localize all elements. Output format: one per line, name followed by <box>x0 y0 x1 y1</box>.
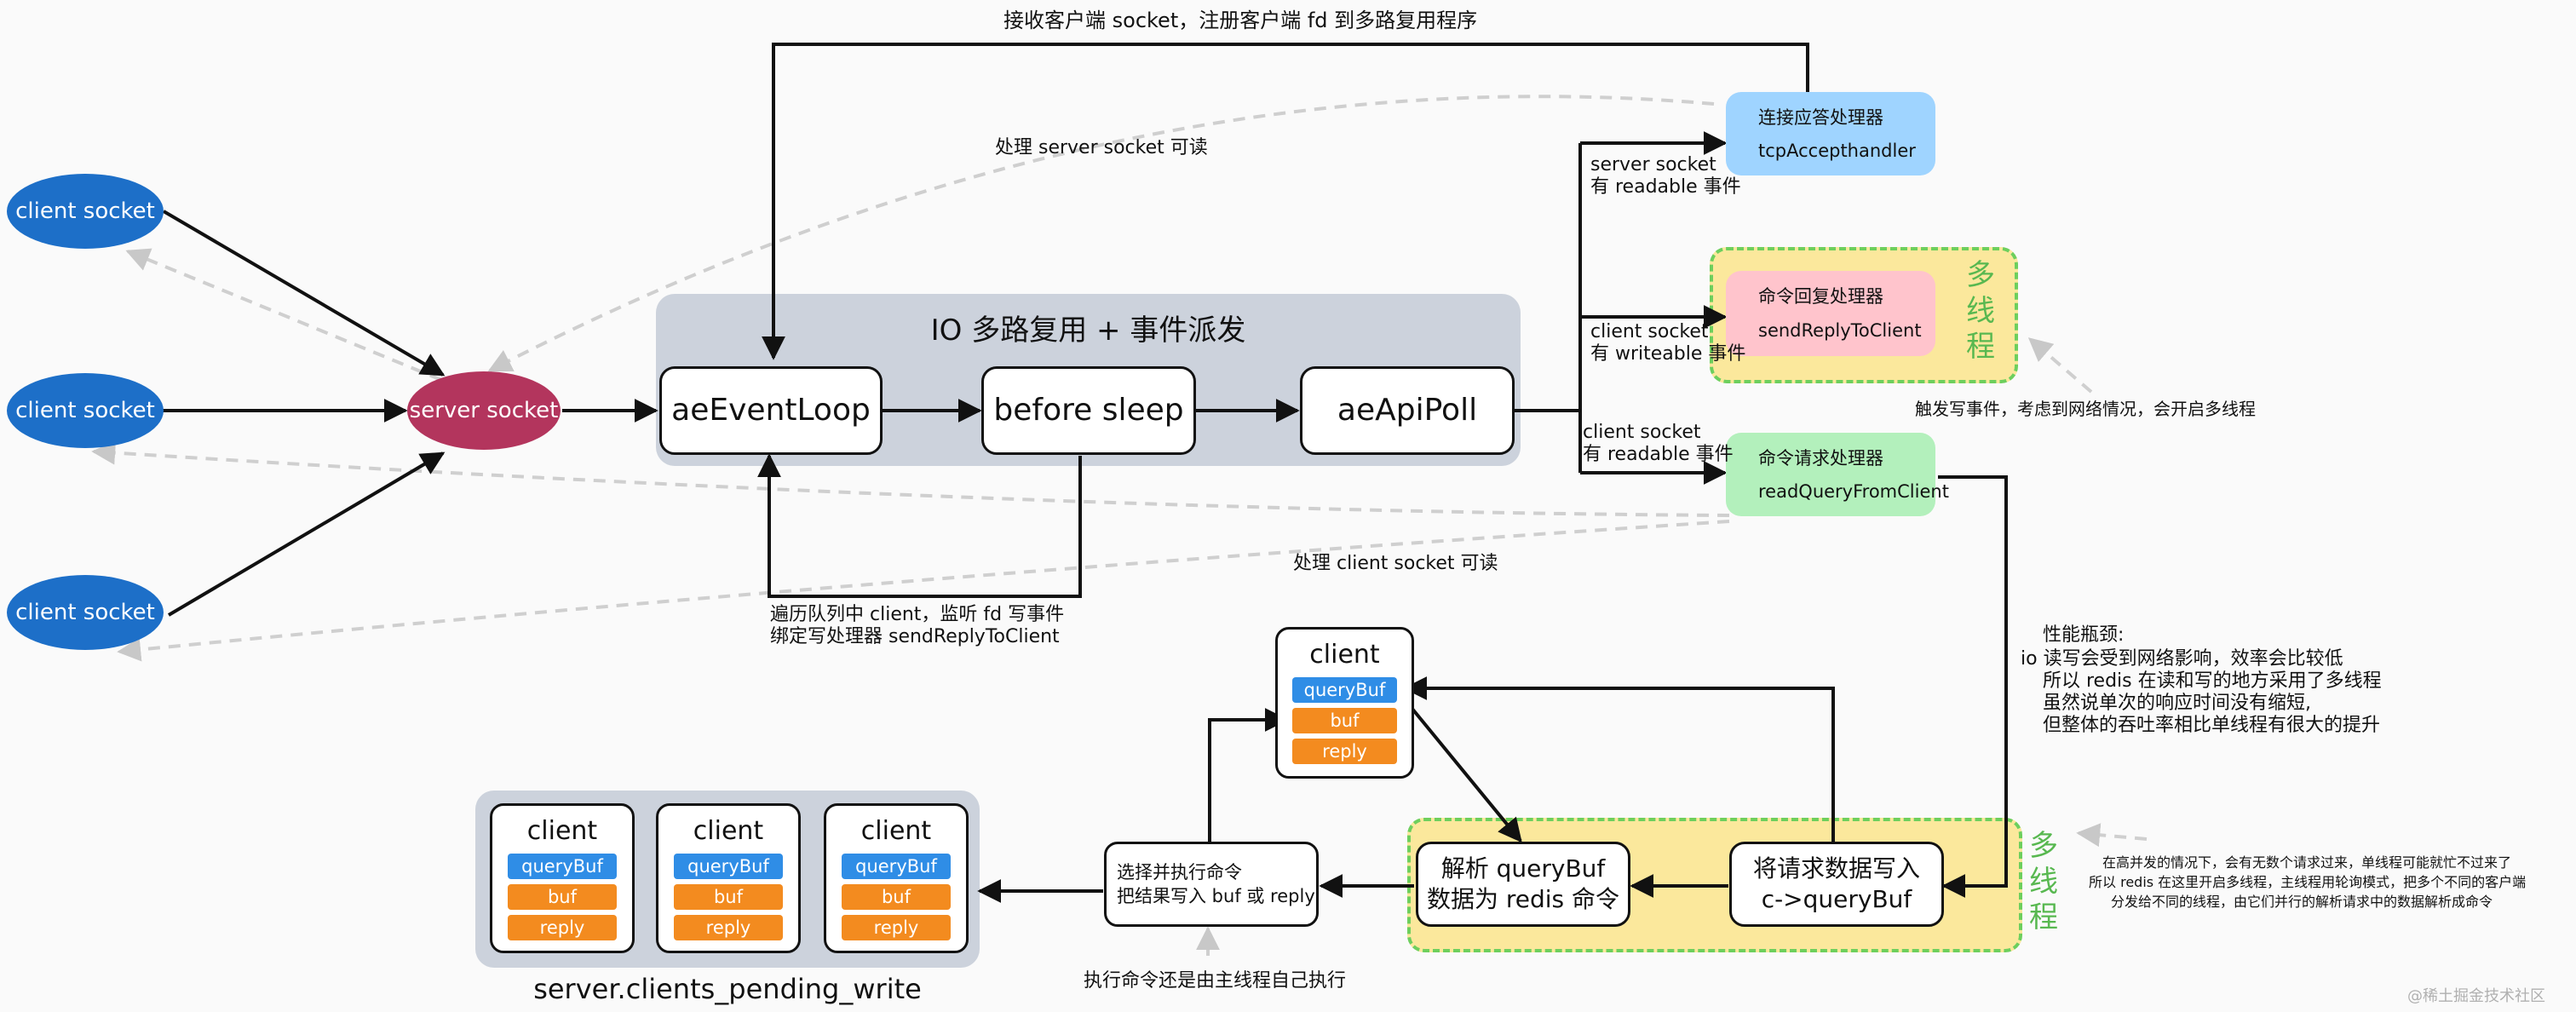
multi-thread-zone-reply <box>1710 247 2018 383</box>
arrow-write-to-client <box>1403 676 1835 842</box>
pending-client-3-reply: reply <box>842 915 951 940</box>
label-top-accept: 接收客户端 socket，注册客户端 fd 到多路复用程序 <box>1003 9 1478 32</box>
request-handler-func: readQueryFromClient <box>1758 480 1949 502</box>
pending-client-1: client queryBuf buf reply <box>490 803 635 953</box>
label-event-server-2: 有 readable 事件 <box>1590 176 1741 198</box>
label-process-client: 处理 client socket 可读 <box>1293 553 1498 574</box>
dashed-return-read-a <box>91 440 1730 517</box>
execute-command-node: 选择并执行命令 把结果写入 buf 或 reply <box>1104 842 1319 927</box>
concurrency-line-0: 在高并发的情况下，会有无数个请求过来，单线程可能就忙不过来了 <box>2102 854 2512 871</box>
client-socket-1: client socket <box>7 174 164 249</box>
execute-line-1: 选择并执行命令 <box>1117 862 1242 883</box>
pending-write-label: server.clients_pending_write <box>533 973 922 1005</box>
label-traverse-2: 绑定写处理器 sendReplyToClient <box>770 626 1060 647</box>
label-event-readable-1: client socket <box>1583 422 1701 443</box>
dashed-to-client-1 <box>125 248 461 389</box>
perf-line-4: 但整体的吞吐率相比单线程有很大的提升 <box>2043 715 2381 736</box>
pending-client-3: client queryBuf buf reply <box>824 803 969 953</box>
multi-thread-label-reply-text: 多线程 <box>1966 258 1995 364</box>
client-struct: client queryBuf buf reply <box>1275 627 1414 779</box>
arrow-client3-server <box>167 451 446 617</box>
accept-handler-title: 连接应答处理器 <box>1758 106 1883 128</box>
pending-client-1-title: client <box>526 816 598 846</box>
write-request-node: 将请求数据写入 c->queryBuf <box>1729 842 1944 927</box>
perf-line-3: 虽然说单次的响应时间没有缩短, <box>2043 693 2311 714</box>
parse-line-2: 数据为 redis 命令 <box>1426 885 1620 913</box>
perf-line-0: 性能瓶颈: <box>2043 624 2125 646</box>
pending-client-2-reply: reply <box>674 915 783 940</box>
parse-querybuf-node: 解析 queryBuf 数据为 redis 命令 <box>1416 842 1630 927</box>
dashed-return-read-b <box>117 520 1730 662</box>
arrow-accept-to-loop <box>762 43 1809 360</box>
client-socket-3: client socket <box>7 575 164 650</box>
pending-client-1-querybuf: queryBuf <box>508 854 617 879</box>
multi-thread-label-reply: 多线程 <box>1959 257 2002 365</box>
client-struct-title: client <box>1309 640 1380 670</box>
io-region-title: IO 多路复用 + 事件派发 <box>930 313 1246 348</box>
pending-client-2-title: client <box>693 816 764 846</box>
arrow-client1-server <box>162 210 446 377</box>
arrow-sleep-back-loop <box>757 453 1082 598</box>
label-process-server: 处理 server socket 可读 <box>995 137 1208 158</box>
parse-line-1: 解析 queryBuf <box>1440 854 1606 883</box>
dashed-concurrency <box>2076 823 2148 848</box>
watermark: @稀土掘金技术社区 <box>2407 987 2545 1005</box>
server-socket: server socket <box>407 371 561 450</box>
ae-api-poll-node: aeApiPoll <box>1300 366 1515 455</box>
write-request-line-2: c->queryBuf <box>1761 885 1912 913</box>
client-querybuf: queryBuf <box>1292 677 1397 703</box>
label-event-server-1: server socket <box>1590 154 1716 175</box>
before-sleep-node: before sleep <box>981 366 1196 455</box>
arrow-client-to-parse <box>1402 697 1522 843</box>
concurrency-line-2: 分发给不同的线程，由它们并行的解析请求中的数据解析成命令 <box>2111 894 2493 910</box>
label-event-writeable-1: client socket <box>1590 321 1709 342</box>
perf-line-1: io 读写会受到网络影响，效率会比较低 <box>2021 648 2343 670</box>
client-buf: buf <box>1292 708 1397 733</box>
write-request-line-1: 将请求数据写入 <box>1752 854 1920 883</box>
pending-client-2: client queryBuf buf reply <box>656 803 801 953</box>
client-socket-2: client socket <box>7 373 164 448</box>
label-traverse-1: 遍历队列中 client，监听 fd 写事件 <box>770 604 1065 625</box>
perf-line-2: 所以 redis 在读和写的地方采用了多线程 <box>2043 670 2382 692</box>
reply-handler-title: 命令回复处理器 <box>1758 286 1883 307</box>
pending-client-2-buf: buf <box>674 884 783 910</box>
pending-client-3-querybuf: queryBuf <box>842 854 951 879</box>
pending-client-3-buf: buf <box>842 884 951 910</box>
request-handler-title: 命令请求处理器 <box>1758 447 1883 469</box>
ae-event-loop-node: aeEventLoop <box>659 366 883 455</box>
pending-client-1-buf: buf <box>508 884 617 910</box>
arrow-request-to-write <box>1938 475 2008 898</box>
accept-handler: 连接应答处理器 tcpAccepthandler <box>1726 92 1935 175</box>
multi-thread-label-request: 多线程 <box>2022 828 2065 935</box>
pending-client-1-reply: reply <box>508 915 617 940</box>
label-event-writeable-2: 有 writeable 事件 <box>1590 343 1746 365</box>
label-main-thread-exec: 执行命令还是由主线程自己执行 <box>1084 970 1347 992</box>
dashed-return-accept <box>487 95 1715 372</box>
label-event-readable-2: 有 readable 事件 <box>1583 444 1734 465</box>
label-trigger-write: 触发写事件，考虑到网络情况，会开启多线程 <box>1915 399 2256 419</box>
arrow-execute-to-client <box>1208 708 1289 842</box>
dashed-trigger-write <box>2027 337 2093 394</box>
reply-handler: 命令回复处理器 sendReplyToClient <box>1726 271 1935 356</box>
client-reply: reply <box>1292 739 1397 764</box>
pending-client-2-querybuf: queryBuf <box>674 854 783 879</box>
multi-thread-label-request-text: 多线程 <box>2029 829 2058 934</box>
concurrency-line-1: 所以 redis 在这里开启多线程，主线程用轮询模式，把多个不同的客户端 <box>2089 874 2527 890</box>
request-handler: 命令请求处理器 readQueryFromClient <box>1726 433 1949 516</box>
accept-handler-func: tcpAccepthandler <box>1758 140 1916 161</box>
reply-handler-func: sendReplyToClient <box>1758 320 1922 341</box>
pending-client-3-title: client <box>860 816 932 846</box>
execute-line-2: 把结果写入 buf 或 reply <box>1117 886 1315 906</box>
